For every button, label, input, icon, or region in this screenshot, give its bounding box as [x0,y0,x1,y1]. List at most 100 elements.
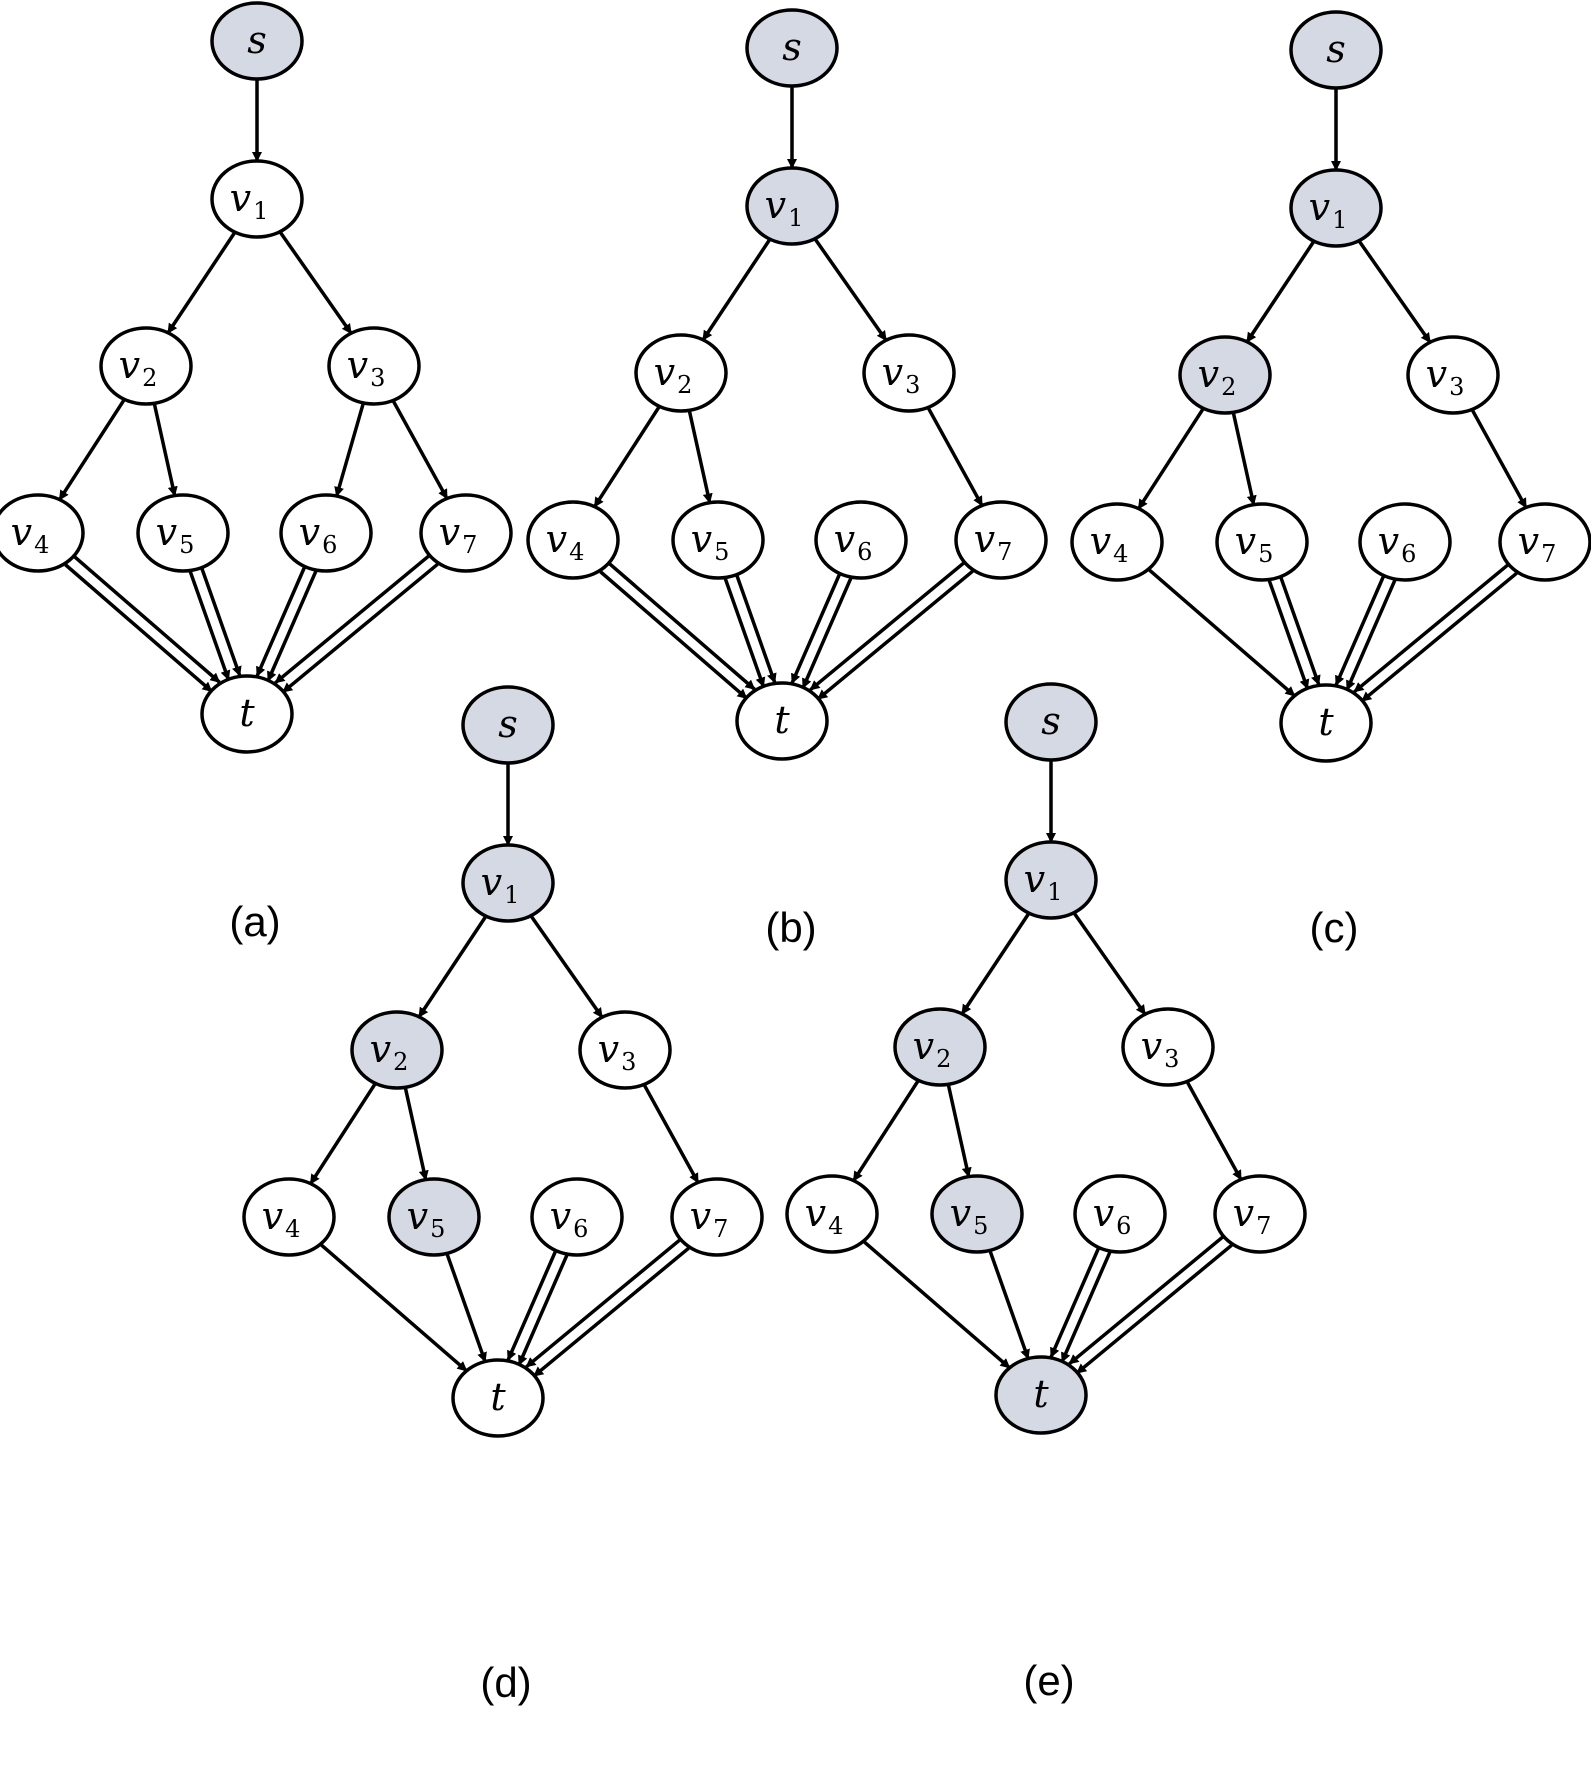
node-v4: v4 [785,1174,879,1254]
node-label-subscript: 6 [573,1215,588,1243]
node-v6: v6 [279,493,373,573]
node-v6: v6 [530,1177,624,1257]
node-t-label: t [1318,700,1334,744]
edge-v2-v4 [1137,407,1205,510]
node-v6-label: v6 [550,1194,589,1243]
node-label-base: v [913,1024,935,1068]
edge-v2-v5 [946,1083,972,1178]
node-v5-label: v5 [1235,519,1274,568]
node-label-base: v [230,176,252,220]
node-label-base: t [774,698,790,742]
edge-v4-t-2 [64,563,213,693]
edge-v3-v6 [334,402,366,498]
edge-v2-v4 [309,1082,377,1185]
edge-v7-t-1 [816,569,974,701]
node-label-base: v [1024,857,1046,901]
node-t-label: t [239,691,255,735]
node-v7-label: v7 [1233,1191,1272,1240]
node-label-subscript: 3 [905,371,920,399]
node-label-subscript: 3 [370,364,385,392]
node-v2: v2 [99,326,193,406]
edge-v4-t [1147,567,1296,698]
node-label-subscript: 2 [142,364,157,392]
node-v5: v5 [387,1177,481,1257]
node-v1: v1 [745,166,839,246]
edge-v4-t [319,1242,468,1373]
node-label-base: v [299,510,321,554]
node-v4-shape [1070,502,1164,582]
node-v5-label: v5 [156,510,195,559]
node-v1-label: v1 [1309,185,1348,234]
edge-v6-t-1 [1345,579,1397,691]
node-label-subscript: 6 [857,538,872,566]
node-v7: v7 [670,1177,764,1257]
node-label-subscript: 5 [430,1215,445,1243]
node-label-base: v [1090,519,1112,563]
node-v3: v3 [578,1010,672,1090]
node-label-base: s [498,702,518,746]
edge-v7-t-2 [1068,1234,1226,1366]
node-v7: v7 [954,500,1048,580]
node-v1-shape [1004,840,1098,920]
node-v6-label: v6 [1093,1191,1132,1240]
node-label-subscript: 1 [1047,878,1062,906]
node-v5-shape [930,1174,1024,1254]
node-v1-shape [1289,168,1383,248]
edge-v3-v7 [1470,408,1528,509]
node-label-subscript: 7 [1541,540,1556,568]
edge-v3-v7 [926,406,984,507]
edge-v5-t [445,1252,487,1363]
edge-v5-t-2 [1267,579,1310,690]
node-label-base: v [262,1194,284,1238]
node-v2-label: v2 [654,350,693,399]
node-label-base: v [805,1191,827,1235]
node-v1: v1 [1004,840,1098,920]
node-v7-label: v7 [439,510,478,559]
node-label-base: v [481,860,503,904]
node-label-base: v [950,1191,972,1235]
node-label-subscript: 3 [621,1048,636,1076]
node-t-shape [735,681,829,761]
node-label-subscript: 5 [179,531,194,559]
node-v7-label: v7 [1518,519,1557,568]
node-t: t [200,674,294,754]
node-v2-label: v2 [370,1027,409,1076]
node-t-shape [451,1358,545,1438]
node-label-subscript: 5 [714,538,729,566]
node-v4-label: v4 [546,517,585,566]
node-v2: v2 [893,1007,987,1087]
node-label-subscript: 1 [504,881,519,909]
node-label-base: v [1378,519,1400,563]
edge-v5-t-1 [734,573,777,684]
node-label-base: v [11,510,33,554]
node-v6-shape [814,500,908,580]
node-v7: v7 [1498,502,1591,582]
node-t-label: t [490,1375,506,1419]
panel-caption: (b) [765,904,816,951]
node-t: t [1279,683,1373,763]
node-v7-shape [670,1177,764,1257]
edge-v1-v2 [166,231,237,334]
edge-v7-t-1 [532,1246,690,1378]
node-label-subscript: 4 [285,1215,300,1243]
node-s-label: s [782,25,802,69]
node-v2-label: v2 [1198,352,1237,401]
node-v4-label: v4 [805,1191,844,1240]
edge-v4-t-1 [72,554,221,684]
edge-v5-t-1 [1278,575,1321,686]
node-v7-shape [419,493,513,573]
node-v1-shape [461,843,555,923]
edge-v6-t-1 [266,570,318,682]
node-label-base: v [347,343,369,387]
node-v6: v6 [1358,502,1452,582]
node-label-subscript: 1 [788,204,803,232]
node-label-base: v [1198,352,1220,396]
edge-v5-t-2 [723,577,766,688]
node-label-subscript: 5 [1258,540,1273,568]
node-t: t [451,1358,545,1438]
edge-v1-v3 [1357,239,1432,344]
node-s: s [210,1,304,81]
